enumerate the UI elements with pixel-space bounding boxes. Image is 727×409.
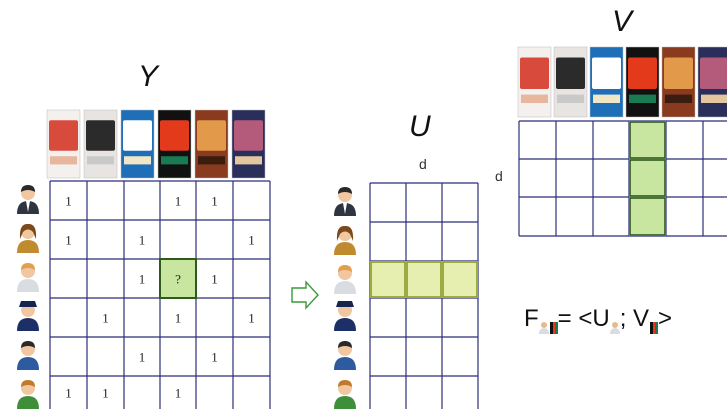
poster-title-band [198,156,225,164]
person-body [17,279,39,292]
y-movie-poster-1 [84,110,117,178]
y-user-4 [17,341,39,370]
poster-art [49,120,78,151]
rating-value: 1 [102,386,109,401]
rating-value: 1 [248,311,255,326]
rating-value: 1 [175,311,182,326]
person-body [17,318,39,331]
v-movie-poster-5 [698,47,727,117]
poster-art [700,58,727,90]
poster-title-band [629,95,656,103]
person-body [17,240,39,253]
poster-title-band [665,95,692,103]
y-movie-poster-4 [195,110,228,178]
poster-art [123,120,152,151]
poster-art [592,58,621,90]
formula-user-sub-icon [539,322,549,334]
person-body [334,242,356,255]
rating-value: 1 [211,272,218,287]
u-user-5 [334,380,356,409]
y-movie-poster-0 [47,110,80,178]
v-movie-poster-4 [662,47,695,117]
poster-art [160,120,189,151]
formula-close: > [658,305,672,332]
y-movie-poster-2 [121,110,154,178]
poster-art [664,58,693,90]
rating-value: 1 [211,350,218,365]
rating-value: 1 [175,386,182,401]
formula-movie-sub-icon [550,322,558,334]
v-movie-poster-2 [590,47,623,117]
formula-movie-sub-icon-2 [650,322,658,334]
person-body [334,318,356,331]
person-body [334,396,356,409]
rating-value: 1 [139,272,146,287]
v-matrix-grid [519,121,727,236]
y-user-5 [17,380,39,409]
y-movie-poster-3 [158,110,191,178]
rating-value: 1 [248,233,255,248]
formula-user-sub-icon-2 [610,322,620,334]
u-user-1 [334,226,356,255]
u-user-4 [334,341,356,370]
y-user-0 [17,185,39,214]
u-user-0 [334,187,356,216]
u-highlighted-row [370,261,478,298]
formula-sep-v: ; V [620,305,649,332]
person-body [334,357,356,370]
person-cap [336,301,354,307]
rating-value: 1 [65,194,72,209]
rating-value: 1 [139,233,146,248]
poster-art [197,120,226,151]
poster-title-band [50,156,77,164]
poster-art [86,120,115,151]
v-movie-poster-3 [626,47,659,117]
person-cap [19,301,37,307]
u-user-2 [334,265,356,294]
poster-art [556,58,585,90]
poster-title-band [593,95,620,103]
poster-title-band [521,95,548,103]
rating-value: 1 [102,311,109,326]
transform-arrow [292,282,318,308]
rating-value: 1 [139,350,146,365]
y-user-3 [17,301,39,331]
unknown-rating-label: ? [175,272,181,287]
prediction-formula: F = <U ; V > [524,305,672,334]
poster-title-band [124,156,151,164]
poster-title-band [87,156,114,164]
u-user-3 [334,301,356,331]
poster-art [520,58,549,90]
person-body [17,396,39,409]
person-body [17,357,39,370]
formula-f: F [524,305,539,332]
rating-value: 1 [65,233,72,248]
rating-value: 1 [175,194,182,209]
poster-title-band [235,156,262,164]
v-movie-poster-1 [554,47,587,117]
person-body [334,281,356,294]
y-user-1 [17,224,39,253]
poster-title-band [161,156,188,164]
v-movie-poster-0 [518,47,551,117]
poster-art [234,120,263,151]
v-highlighted-column [629,121,666,236]
y-user-2 [17,263,39,292]
poster-title-band [557,95,584,103]
rating-value: 1 [65,386,72,401]
formula-eq-u: = <U [558,305,610,332]
y-movie-poster-5 [232,110,265,178]
poster-title-band [701,95,727,103]
rating-value: 1 [211,194,218,209]
poster-art [628,58,657,90]
